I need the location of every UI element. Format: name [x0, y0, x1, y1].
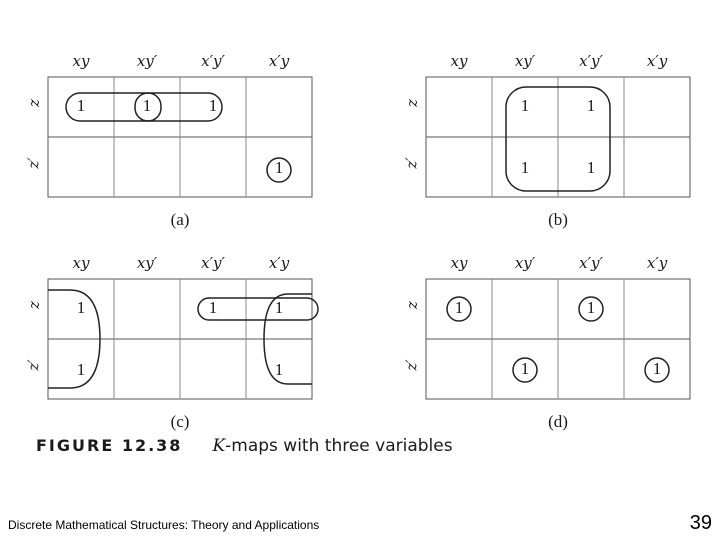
group-loop [512, 357, 538, 383]
col-header: x′y [268, 254, 290, 272]
figure-label: FIGURE 12.38 [36, 436, 183, 455]
col-header: xy [450, 52, 468, 70]
cell-value: 1 [652, 359, 662, 378]
map-caption: (a) [170, 210, 190, 229]
cell-value: 1 [274, 158, 284, 177]
cell-value: 1 [208, 96, 218, 115]
cell-value: 1 [76, 96, 86, 115]
col-header: xy [72, 254, 90, 272]
cell-value: 1 [76, 298, 86, 317]
cell-value: 1 [520, 359, 530, 378]
col-header: x′y′ [201, 52, 225, 70]
col-header: x′y [646, 254, 668, 272]
kmap-c: xy xy′ x′y′ x′y z z′ 1 1 1 1 1 (c) [20, 254, 340, 454]
kmap-b: xy xy′ x′y′ x′y z z′ 1 1 1 1 (b) [398, 52, 718, 252]
map-caption: (d) [548, 412, 568, 431]
group-loop [48, 289, 101, 389]
cell-value: 1 [520, 96, 530, 115]
col-header: xy [450, 254, 468, 272]
kmap-d: xy xy′ x′y′ x′y z z′ 1 1 1 1 (d) [398, 254, 718, 454]
group-loop [197, 297, 319, 321]
cell-value: 1 [76, 360, 86, 379]
kmap-grid [47, 76, 313, 198]
figure-title: FIGURE 12.38 K-maps with three variables [36, 436, 453, 456]
col-header: x′y [646, 52, 668, 70]
group-loop [578, 296, 604, 322]
group-loop [644, 357, 670, 383]
col-header: x′y′ [579, 52, 603, 70]
map-caption: (c) [170, 412, 190, 431]
cell-value: 1 [454, 298, 464, 317]
col-header: xy′ [514, 52, 536, 70]
col-header: xy′ [136, 254, 158, 272]
col-header: xy [72, 52, 90, 70]
cell-value: 1 [586, 158, 596, 177]
col-header: xy′ [514, 254, 536, 272]
figure-title-k: K [212, 436, 226, 456]
cell-value: 1 [586, 96, 596, 115]
group-loop [446, 296, 472, 322]
cell-value: 1 [274, 360, 284, 379]
group-loop [134, 92, 162, 122]
cell-value: 1 [142, 96, 152, 115]
group-loop [505, 86, 611, 192]
kmap-grid [425, 278, 691, 400]
col-header: xy′ [136, 52, 158, 70]
group-loop [263, 293, 312, 385]
figure-title-text: -maps with three variables [225, 436, 453, 456]
cell-value: 1 [274, 298, 284, 317]
cell-value: 1 [208, 298, 218, 317]
cell-value: 1 [586, 298, 596, 317]
footer-course-title: Discrete Mathematical Structures: Theory… [8, 518, 320, 532]
kmap-a: xy xy′ x′y′ x′y z z′ 1 1 1 1 (a) [20, 52, 340, 252]
map-caption: (b) [548, 210, 568, 229]
col-header: x′y′ [201, 254, 225, 272]
col-header: x′y′ [579, 254, 603, 272]
cell-value: 1 [520, 158, 530, 177]
group-loop [266, 157, 292, 183]
kmap-grid [47, 278, 319, 400]
page-number: 39 [689, 512, 712, 534]
col-header: x′y [268, 52, 290, 70]
kmap-grid [425, 76, 691, 198]
